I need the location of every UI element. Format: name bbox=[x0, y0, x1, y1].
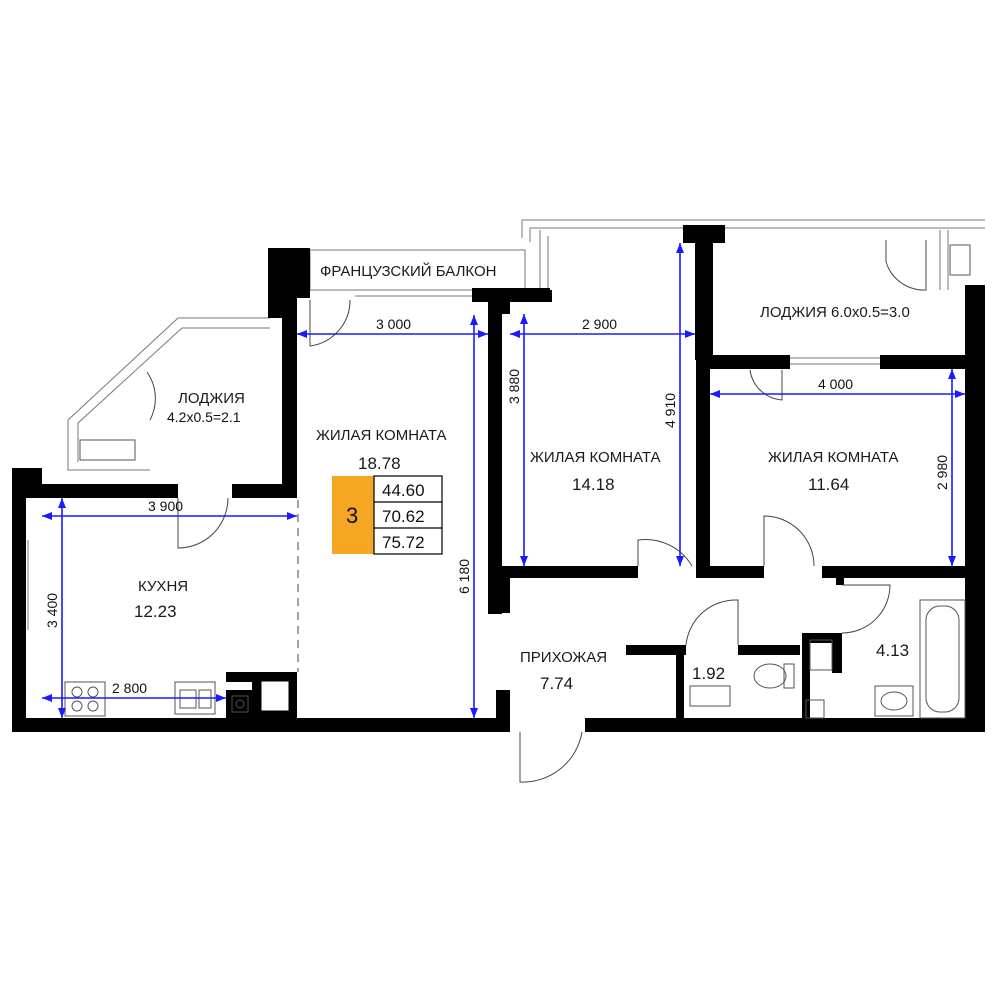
dim-2900: 2 900 bbox=[582, 316, 617, 332]
dim-3880: 3 880 bbox=[506, 369, 522, 404]
stove-icon bbox=[64, 681, 106, 717]
dimension-lines bbox=[42, 243, 965, 718]
dim-4000: 4 000 bbox=[818, 376, 853, 392]
toilet-icon bbox=[689, 663, 795, 707]
living-room-3-area: 11.64 bbox=[808, 475, 849, 494]
loggia-outlines bbox=[21, 219, 985, 630]
hallway-name: ПРИХОЖАЯ bbox=[520, 649, 607, 666]
dim-3400: 3 400 bbox=[44, 593, 60, 628]
dim-3900: 3 900 bbox=[148, 498, 183, 514]
loggia-left-label: ЛОДЖИЯ bbox=[178, 390, 245, 407]
dim-3000: 3 000 bbox=[376, 316, 411, 332]
walls bbox=[12, 225, 985, 732]
kitchen-area: 12.23 bbox=[134, 602, 177, 621]
living-room-2-name: ЖИЛАЯ КОМНАТА bbox=[530, 449, 661, 466]
loggia-left-area: 4.2x0.5=2.1 bbox=[167, 409, 241, 425]
living-room-2-area: 14.18 bbox=[572, 475, 615, 494]
bathroom-area: 4.13 bbox=[876, 641, 909, 660]
bathtub-icon bbox=[919, 599, 966, 719]
total-area-value: 70.62 bbox=[382, 507, 425, 526]
living-area-value: 44.60 bbox=[382, 481, 425, 500]
room-labels: ФРАНЦУЗСКИЙ БАЛКОН ЛОДЖИЯ 4.2x0.5=2.1 ЛО… bbox=[134, 262, 910, 693]
kitchen-name: КУХНЯ bbox=[138, 578, 188, 595]
washbasin-icon bbox=[874, 685, 914, 717]
dim-2980: 2 980 bbox=[934, 455, 950, 490]
room-count-cell bbox=[332, 476, 374, 554]
doors bbox=[146, 240, 927, 783]
dimension-labels: 3 000 2 900 4 000 3 900 2 800 3 880 4 91… bbox=[44, 316, 950, 696]
room-count: 3 bbox=[346, 503, 358, 528]
living-room-1-area: 18.78 bbox=[358, 454, 401, 473]
dim-6180: 6 180 bbox=[456, 559, 472, 594]
dim-4910: 4 910 bbox=[662, 393, 678, 428]
french-balcony-label: ФРАНЦУЗСКИЙ БАЛКОН bbox=[320, 262, 497, 280]
fixtures bbox=[64, 599, 966, 719]
area-badge: 3 44.60 70.62 75.72 bbox=[332, 475, 443, 555]
living-room-1-name: ЖИЛАЯ КОМНАТА bbox=[316, 427, 447, 444]
hallway-area: 7.74 bbox=[540, 674, 573, 693]
dim-2800: 2 800 bbox=[112, 680, 147, 696]
loggia-right-label: ЛОДЖИЯ 6.0x0.5=3.0 bbox=[760, 304, 910, 321]
wc-area: 1.92 bbox=[692, 664, 725, 683]
living-room-3-name: ЖИЛАЯ КОМНАТА bbox=[768, 449, 899, 466]
total-area-with-loggia-value: 75.72 bbox=[382, 533, 425, 552]
